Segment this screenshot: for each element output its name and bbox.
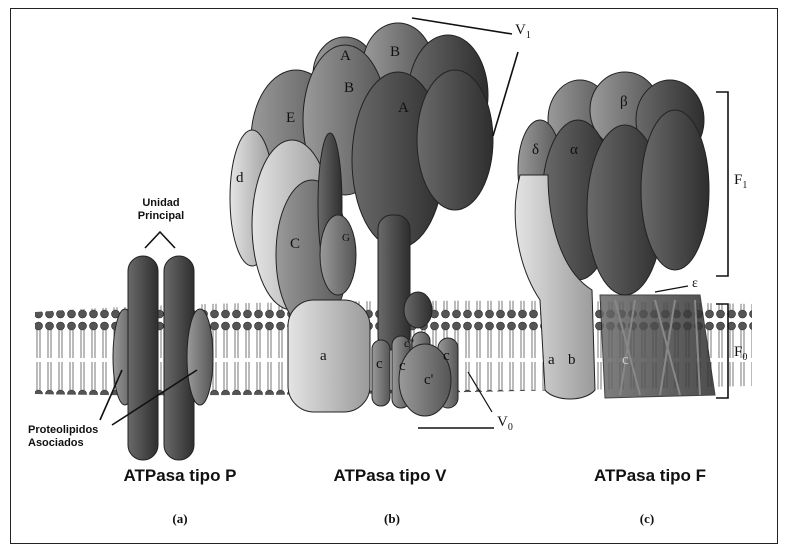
f1-label: F1 [734, 172, 747, 191]
v-subunit-a1: A [340, 48, 351, 65]
v-subunit-c3: c [443, 348, 450, 365]
sublabel-b: (b) [372, 511, 412, 527]
v-subunit-c1: c [376, 356, 383, 373]
f0-label: F0 [734, 344, 747, 363]
v0-main: V [497, 414, 508, 430]
f0-sub: 0 [742, 352, 747, 363]
v-subunit-a: a [320, 348, 327, 365]
v-subunit-cp: c' [424, 372, 433, 389]
f-subunit-b: b [568, 352, 576, 369]
v-subunit-g: G [342, 232, 350, 244]
v-subunit-e: E [286, 110, 295, 127]
v-subunit-c2: c [399, 358, 406, 375]
v-subunit-b2: B [344, 80, 354, 97]
f-subunit-beta: β [620, 94, 628, 111]
f-subunit-c: c [622, 352, 629, 369]
v-subunit-a2: A [398, 100, 409, 117]
p-type-atpase [100, 232, 213, 460]
v-subunit-cpp: c" [404, 336, 414, 351]
unidad-line2: Principal [130, 210, 192, 223]
proteolipidos-label: Proteolipidos Asociados [28, 424, 98, 450]
f1-sub: 1 [742, 180, 747, 191]
unidad-line1: Unidad [130, 197, 192, 210]
v-subunit-d: d [236, 170, 244, 187]
proteo-line2: Asociados [28, 437, 98, 450]
v-subunit-b1: B [390, 44, 400, 61]
sublabel-a: (a) [160, 511, 200, 527]
title-f-type: ATPasa tipo F [565, 466, 735, 486]
title-v-type: ATPasa tipo V [305, 466, 475, 486]
v1-sub: 1 [526, 30, 531, 41]
v1-main: V [515, 22, 526, 38]
v-subunit-c: C [290, 236, 300, 253]
unidad-principal-label: Unidad Principal [130, 197, 192, 223]
f-subunit-a: a [548, 352, 555, 369]
f-type-atpase [515, 72, 728, 399]
f-subunit-delta: δ [532, 142, 539, 159]
v0-label: V0 [497, 414, 513, 433]
v1-label: V1 [515, 22, 531, 41]
sublabel-c: (c) [627, 511, 667, 527]
title-p-type: ATPasa tipo P [95, 466, 265, 486]
epsilon-label: ε [692, 276, 698, 292]
f-subunit-alpha: α [570, 142, 578, 159]
proteo-line1: Proteolipidos [28, 424, 98, 437]
v0-sub: 0 [508, 422, 513, 433]
